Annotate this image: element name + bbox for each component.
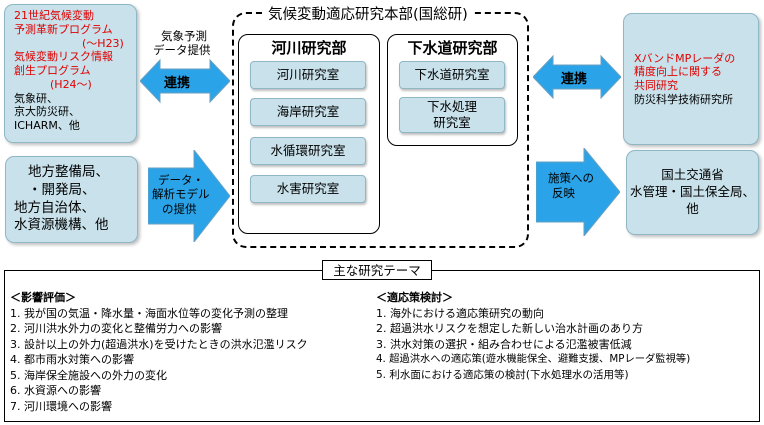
left-top-red-line: 21世紀気候変動	[14, 9, 94, 22]
right-top-box: XバンドMPレーダの 精度向上に関する 共同研究 防災科学技術研究所	[623, 13, 759, 145]
right-bottom-arrow-line: 反映	[552, 185, 575, 200]
right-top-black-line: 防災科学技術研究所	[634, 92, 733, 106]
right-bottom-line: 国土交通省	[661, 167, 724, 183]
left-top-red-line: 予測革新プログラム	[14, 22, 113, 36]
right-bottom-arrow-label: 施策への 反映	[548, 171, 594, 201]
adaptation-item: 4. 超過洪水への適応策(遊水機能保全、避難支援、MPレーダ監視等)	[376, 353, 691, 365]
left-bottom-line: 地方整備局、	[28, 164, 109, 181]
impact-item: 4. 都市雨水対策への影響	[10, 353, 134, 366]
left-top-double-arrow	[140, 58, 230, 104]
impact-item: 2. 河川洪水外力の変化と整備労力への影響	[10, 322, 222, 335]
adaptation-item: 3. 洪水対策の選択・組み合わせによる氾濫被害低減	[376, 337, 632, 351]
adaptation-column: ＜適応策検討＞ 1. 海外における適応策研究の動向 2. 超過洪水リスクを想定し…	[376, 290, 690, 383]
right-top-double-arrow	[533, 54, 621, 100]
right-top-red-line: 共同研究	[634, 79, 678, 92]
left-top-black-line: 京大防災研、	[14, 105, 80, 119]
left-top-black-line: ICHARM、他	[14, 119, 80, 132]
left-bottom-line: ・開発局、	[28, 181, 96, 198]
left-bottom-box: 地方整備局、 ・開発局、 地方自治体、 水資源機構、他	[5, 156, 138, 243]
weather-data-note-line: データ提供	[153, 42, 211, 57]
room-coast: 海岸研究室	[250, 98, 366, 126]
room-water-cycle: 水循環研究室	[250, 137, 366, 165]
room-flood-damage: 水害研究室	[250, 175, 366, 203]
adaptation-item: 5. 利水面における適応策の検討(下水処理水の活用等)	[376, 368, 629, 381]
room-sewer: 下水道研究室	[399, 61, 505, 89]
weather-data-note: 気象予測 データ提供	[153, 29, 211, 58]
left-bottom-arrow-label: データ・ 解析モデル の提供	[152, 173, 210, 216]
adaptation-heading: ＜適応策検討＞	[376, 291, 453, 304]
adaptation-item: 1. 海外における適応策研究の動向	[376, 306, 544, 320]
weather-data-note-line: 気象予測	[161, 29, 207, 43]
right-bottom-line: 他	[686, 200, 699, 216]
left-top-black-line: 気象研、	[14, 91, 58, 105]
left-bottom-arrow-line: 解析モデル	[152, 187, 210, 202]
room-sewage-treatment: 下水処理 研究室	[399, 97, 505, 133]
impact-item: 6. 水資源への影響	[10, 384, 101, 397]
left-bottom-line: 地方自治体、	[14, 199, 95, 216]
left-top-red-line: 気候変動リスク情報	[14, 50, 113, 64]
left-top-box: 21世紀気候変動 予測革新プログラム (～H23) 気候変動リスク情報 創生プロ…	[4, 4, 137, 143]
left-top-red-line: (～H23)	[82, 36, 124, 50]
right-top-red-line: 精度向上に関する	[634, 65, 722, 79]
left-bottom-arrow-line: の提供	[162, 201, 197, 216]
impact-item: 5. 海岸保全施設への外力の変化	[10, 368, 167, 382]
impact-item: 7. 河川環境への影響	[10, 399, 112, 413]
left-top-red-line: 創生プログラム	[14, 64, 91, 77]
themes-title: 主な研究テーマ	[322, 260, 432, 280]
impact-item: 1. 我が国の気温・降水量・海面水位等の変化予測の整理	[10, 306, 288, 320]
left-bottom-right-arrow	[148, 150, 230, 242]
sewer-dept-title: 下水道研究部	[407, 39, 498, 57]
left-bottom-arrow-line: データ・	[158, 173, 204, 187]
left-top-arrow-label: 連携	[164, 76, 191, 91]
adaptation-item: 2. 超過洪水リスクを想定した新しい治水計画のあり方	[376, 322, 643, 335]
hq-title: 気候変動適応研究本部(国総研)	[262, 3, 474, 24]
left-top-red-line: (H24～)	[50, 77, 92, 91]
left-bottom-line: 水資源機構、他	[14, 217, 109, 234]
right-top-arrow-label: 連携	[561, 72, 588, 87]
impact-heading: ＜影響評価＞	[10, 291, 76, 304]
right-bottom-right-arrow	[536, 148, 620, 236]
river-dept-title: 河川研究部	[271, 39, 347, 57]
right-bottom-box: 国土交通省 水管理・国土保全局、 他	[626, 150, 759, 235]
room-river: 河川研究室	[250, 61, 366, 89]
right-bottom-arrow-line: 施策への	[548, 171, 594, 185]
impact-item: 3. 設計以上の外力(超過洪水)を受けたときの洪水氾濫リスク	[10, 337, 308, 351]
right-top-red-line: XバンドMPレーダの	[634, 51, 736, 65]
right-bottom-line: 水管理・国土保全局、	[629, 184, 755, 200]
impact-column: ＜影響評価＞ 1. 我が国の気温・降水量・海面水位等の変化予測の整理 2. 河川…	[10, 290, 308, 414]
